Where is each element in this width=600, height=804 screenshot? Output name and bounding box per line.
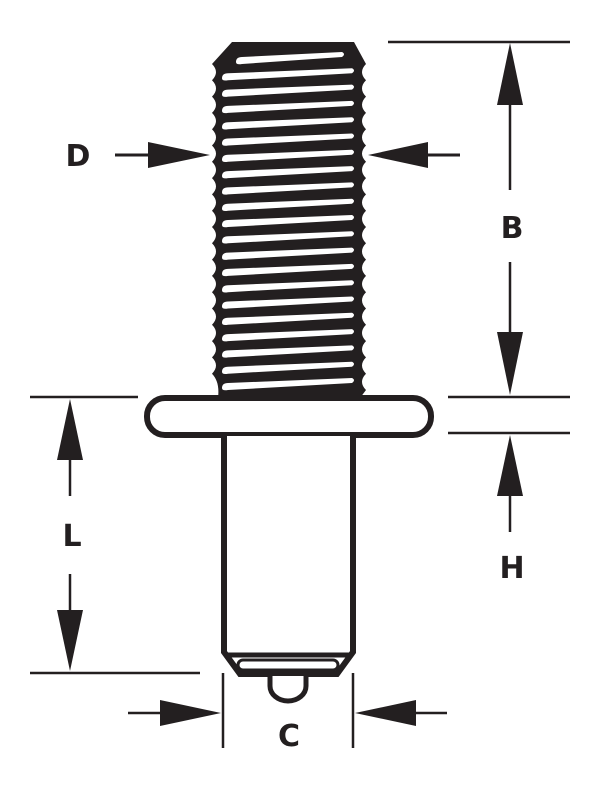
thread-groove	[222, 329, 354, 342]
flange-head	[144, 395, 434, 438]
thread-groove	[222, 231, 354, 244]
label-l: L	[62, 519, 81, 554]
thread-groove	[222, 68, 354, 81]
thread-groove	[236, 52, 344, 65]
dimension-h	[448, 431, 570, 532]
thread-groove	[222, 263, 354, 277]
thread-groove	[222, 215, 354, 228]
thread-groove	[222, 378, 354, 391]
label-d: D	[66, 139, 91, 174]
thread-groove	[222, 312, 354, 326]
label-h: H	[499, 551, 524, 586]
shank-end-slot	[236, 658, 340, 672]
shank-body	[221, 436, 356, 677]
thread-groove	[222, 361, 354, 374]
thread-groove	[222, 296, 354, 309]
thread-groove	[222, 345, 354, 358]
label-c: C	[278, 719, 300, 754]
dimension-c	[128, 673, 447, 748]
dimension-d	[115, 142, 460, 168]
threaded-shaft	[212, 42, 366, 398]
thread-groove	[222, 149, 354, 163]
dimension-b	[388, 40, 570, 399]
thread-groove	[222, 133, 354, 146]
thread-groove	[222, 117, 354, 130]
thread-groove	[222, 84, 354, 97]
thread-groove	[222, 182, 354, 195]
dimension-l	[30, 395, 200, 675]
thread-groove	[222, 247, 354, 260]
thread-groove	[222, 166, 354, 179]
label-b: B	[501, 211, 524, 246]
thread-groove	[222, 198, 354, 211]
thread-groove	[222, 280, 354, 293]
thread-groove	[222, 100, 354, 114]
mandrel-nub	[267, 676, 309, 704]
